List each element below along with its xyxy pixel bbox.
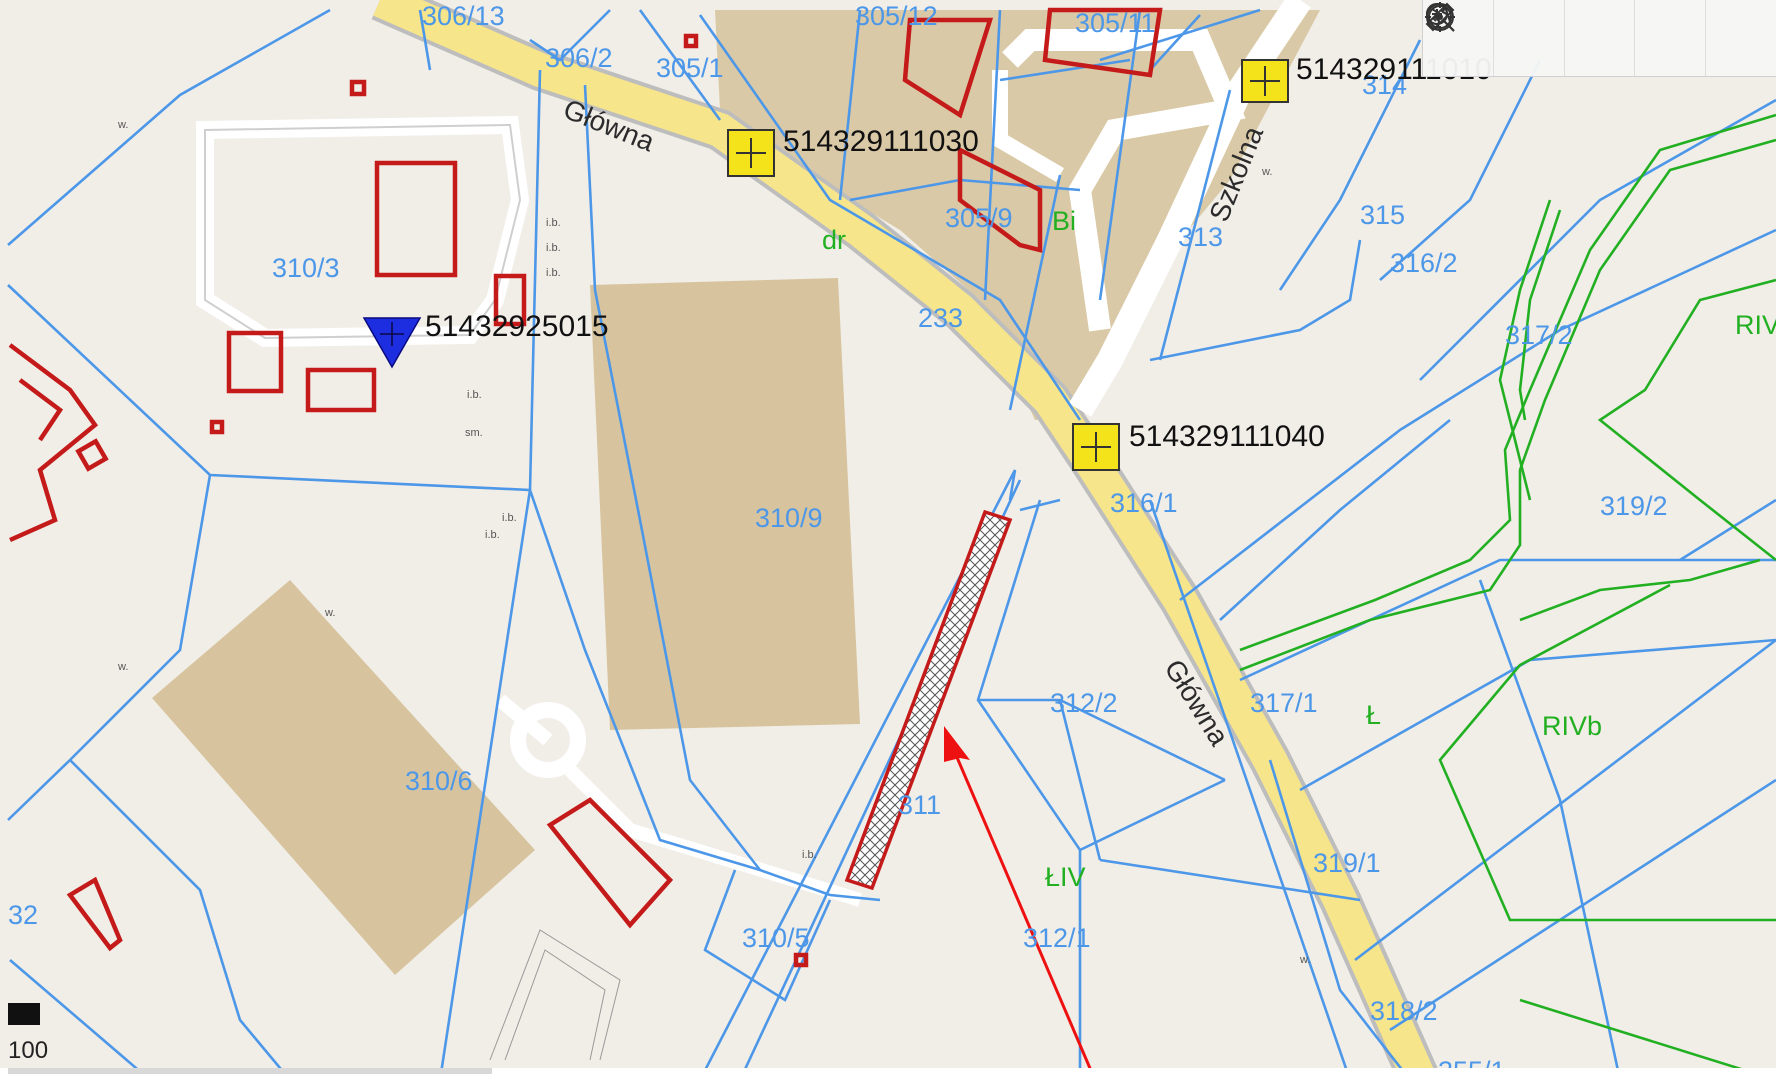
map-annotation: i.b. (546, 267, 561, 279)
parcel-lines (7, 8, 1776, 1080)
parcel-label: 306/2 (545, 43, 613, 73)
landuse-lines (1239, 113, 1776, 1080)
map-annotation: i.b. (546, 217, 561, 229)
parcel-label: 313 (1178, 222, 1224, 252)
roundabout (510, 702, 586, 778)
map-annotation: w. (1262, 166, 1273, 178)
survey-point-p2-marker (1072, 423, 1120, 471)
parcel-label: 305/9 (945, 203, 1013, 233)
map-annotation: i.b. (802, 849, 817, 861)
parcel-label: 317/1 (1250, 688, 1318, 718)
parcel-label: 316/2 (1390, 248, 1458, 278)
survey-point-p4-marker (1241, 59, 1289, 103)
parcel-label: 32 (8, 900, 39, 930)
landuse-label: dr (822, 225, 847, 255)
path-south (495, 694, 863, 907)
parcel-label: 311 (898, 790, 942, 820)
full-extent-button[interactable] (1426, 0, 1636, 76)
survey-point-code-p3: 51432925015 (425, 310, 609, 343)
parcel-label: 310/6 (405, 766, 473, 796)
parcel-label: 316/1 (1110, 488, 1178, 518)
parcel-label: 305/11 (1075, 8, 1156, 38)
survey-point-p3-marker (362, 317, 422, 369)
survey-point-code-p2: 514329111040 (1129, 420, 1325, 453)
landuse-label: RIV (1735, 310, 1776, 340)
measure-button[interactable] (1425, 0, 1776, 76)
landuse-label: RIVb (1542, 711, 1603, 741)
parcel-label: 233 (918, 303, 964, 333)
map-toolbar (1422, 0, 1776, 77)
scale-bar: 100 m (8, 1003, 48, 1080)
horizontal-scrollbar[interactable] (8, 1068, 492, 1074)
sports-field-west (152, 580, 535, 975)
parcel-label: 310/5 (742, 923, 810, 953)
parcel-label: 319/2 (1600, 491, 1668, 521)
map-annotation: w. (1300, 954, 1311, 966)
map-annotation: sm. (465, 427, 483, 439)
path-east-2 (992, 70, 1065, 182)
landuse-label: ŁIV (1045, 862, 1086, 892)
map-annotation: i.b. (485, 529, 500, 541)
parcel-label: 310/9 (755, 503, 823, 533)
landuse-label: Bi (1052, 206, 1077, 236)
parcel-label: 315 (1360, 200, 1406, 230)
map-annotation: w. (118, 661, 129, 673)
survey-point-code-p1: 514329111030 (783, 125, 979, 158)
parcel-label: 310/3 (272, 253, 340, 283)
map-annotation: w. (325, 607, 336, 619)
red-arrow (944, 726, 1097, 1080)
ruler-icon (1425, 2, 1455, 32)
locate-icon (1425, 2, 1455, 32)
parcel-label: 305/12 (855, 1, 938, 31)
survey-point-p1-marker (727, 129, 775, 177)
scale-bar-graphic (8, 1003, 40, 1025)
parcel-label: 312/2 (1050, 688, 1118, 718)
parcel-label: 319/1 (1313, 848, 1381, 878)
landuse-label: Ł (1366, 700, 1382, 730)
road-glowna-fill (373, 0, 1436, 1080)
hatched-strip (844, 509, 1013, 891)
map-annotation: w. (118, 119, 129, 131)
parcel-label: 306/13 (422, 1, 505, 31)
map-annotation: i.b. (502, 512, 517, 524)
locate-button[interactable] (1425, 0, 1707, 76)
path-loop-edge (204, 123, 522, 340)
zoom-out-button[interactable] (1426, 0, 1565, 76)
parcel-label: 312/1 (1023, 923, 1091, 953)
slope-hatching (489, 929, 621, 1061)
parcel-label: 305/1 (656, 53, 724, 83)
parcel-label: 318/2 (1370, 996, 1438, 1026)
parcel-label: 317/2 (1505, 320, 1573, 350)
map-annotation: i.b. (467, 389, 482, 401)
buildings (8, 7, 1163, 968)
map-annotation: i.b. (546, 242, 561, 254)
parcel-label: 314 (1362, 70, 1408, 100)
path-loop (196, 115, 530, 348)
